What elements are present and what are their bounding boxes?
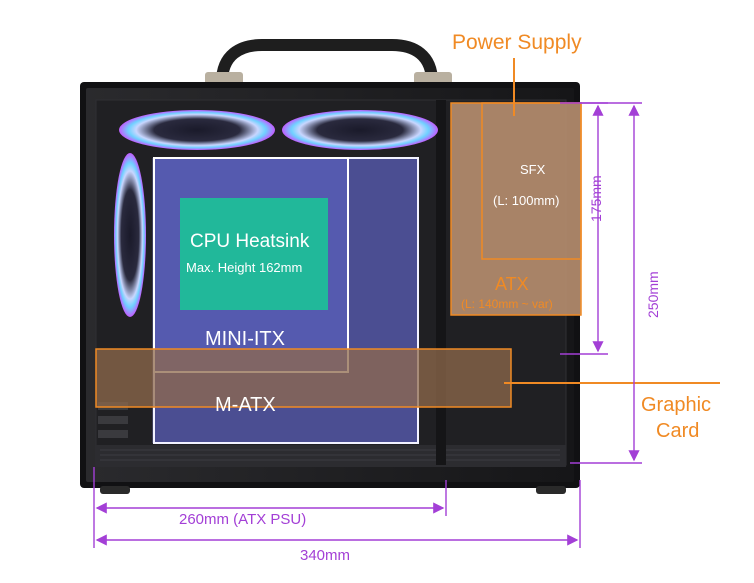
sfx-label: SFX [520, 162, 546, 177]
atx-psu-zone [450, 102, 582, 316]
sfx-length-label: (L: 100mm) [493, 193, 560, 208]
atx-length-label: (L: 140mm ~ var) [461, 297, 553, 311]
dimension-250mm [570, 102, 642, 464]
sfx-psu-zone [481, 102, 582, 260]
card-label: Card [656, 420, 700, 442]
graphic-label: Graphic [641, 394, 712, 416]
rgb-fan-icon [114, 110, 438, 317]
case-height-label: 250mm [645, 271, 661, 318]
power-supply-label: Power Supply [452, 31, 582, 54]
max-height-label: Max. Height 162mm [186, 260, 303, 275]
depth-atx-psu-label: 260mm (ATX PSU) [179, 511, 307, 528]
graphic-card-zone [95, 348, 512, 408]
carry-handle-icon [205, 39, 452, 88]
dimension-260mm [93, 467, 447, 548]
atx-label: ATX [495, 274, 529, 294]
mini-itx-label: MINI-ITX [205, 328, 285, 350]
cpu-heatsink-label: CPU Heatsink [190, 231, 310, 252]
dimension-340mm [95, 480, 581, 548]
m-atx-label: M-ATX [215, 394, 276, 416]
total-width-label: 340mm [300, 547, 351, 564]
psu-height-label: 175mm [588, 175, 604, 222]
cpu-heatsink-zone [180, 198, 328, 310]
